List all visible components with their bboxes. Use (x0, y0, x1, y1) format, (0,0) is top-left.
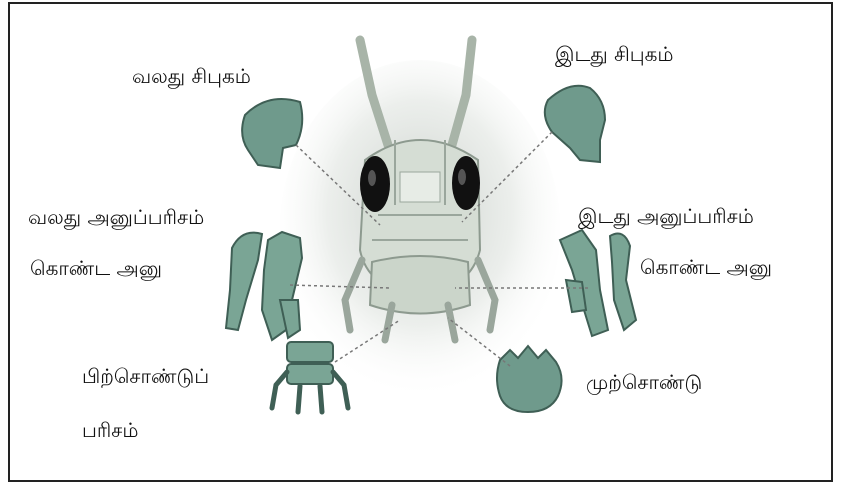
right-maxilla-part (226, 232, 302, 340)
label-right-maxilla-line2: கொண்ட அனு (30, 258, 162, 278)
label-labium-line1: பிற்சொண்டுப் (82, 366, 209, 386)
label-left-maxilla-line1: இடது அனுப்பரிசம் (578, 206, 754, 226)
label-left-maxilla-line2: கொண்ட அனு (640, 257, 772, 277)
label-right-mandible: வலது சிபுகம் (132, 66, 251, 86)
left-maxilla-part (560, 230, 636, 336)
label-left-mandible: இடது சிபுகம் (555, 44, 674, 64)
labrum-part (497, 346, 562, 412)
left-mandible-part (545, 86, 605, 162)
label-labium-line2: பரிசம் (82, 420, 138, 440)
right-mandible-part (242, 99, 302, 168)
label-labrum: முற்சொண்டு (586, 372, 702, 392)
label-right-maxilla-line1: வலது அனுப்பரிசம் (28, 207, 204, 227)
